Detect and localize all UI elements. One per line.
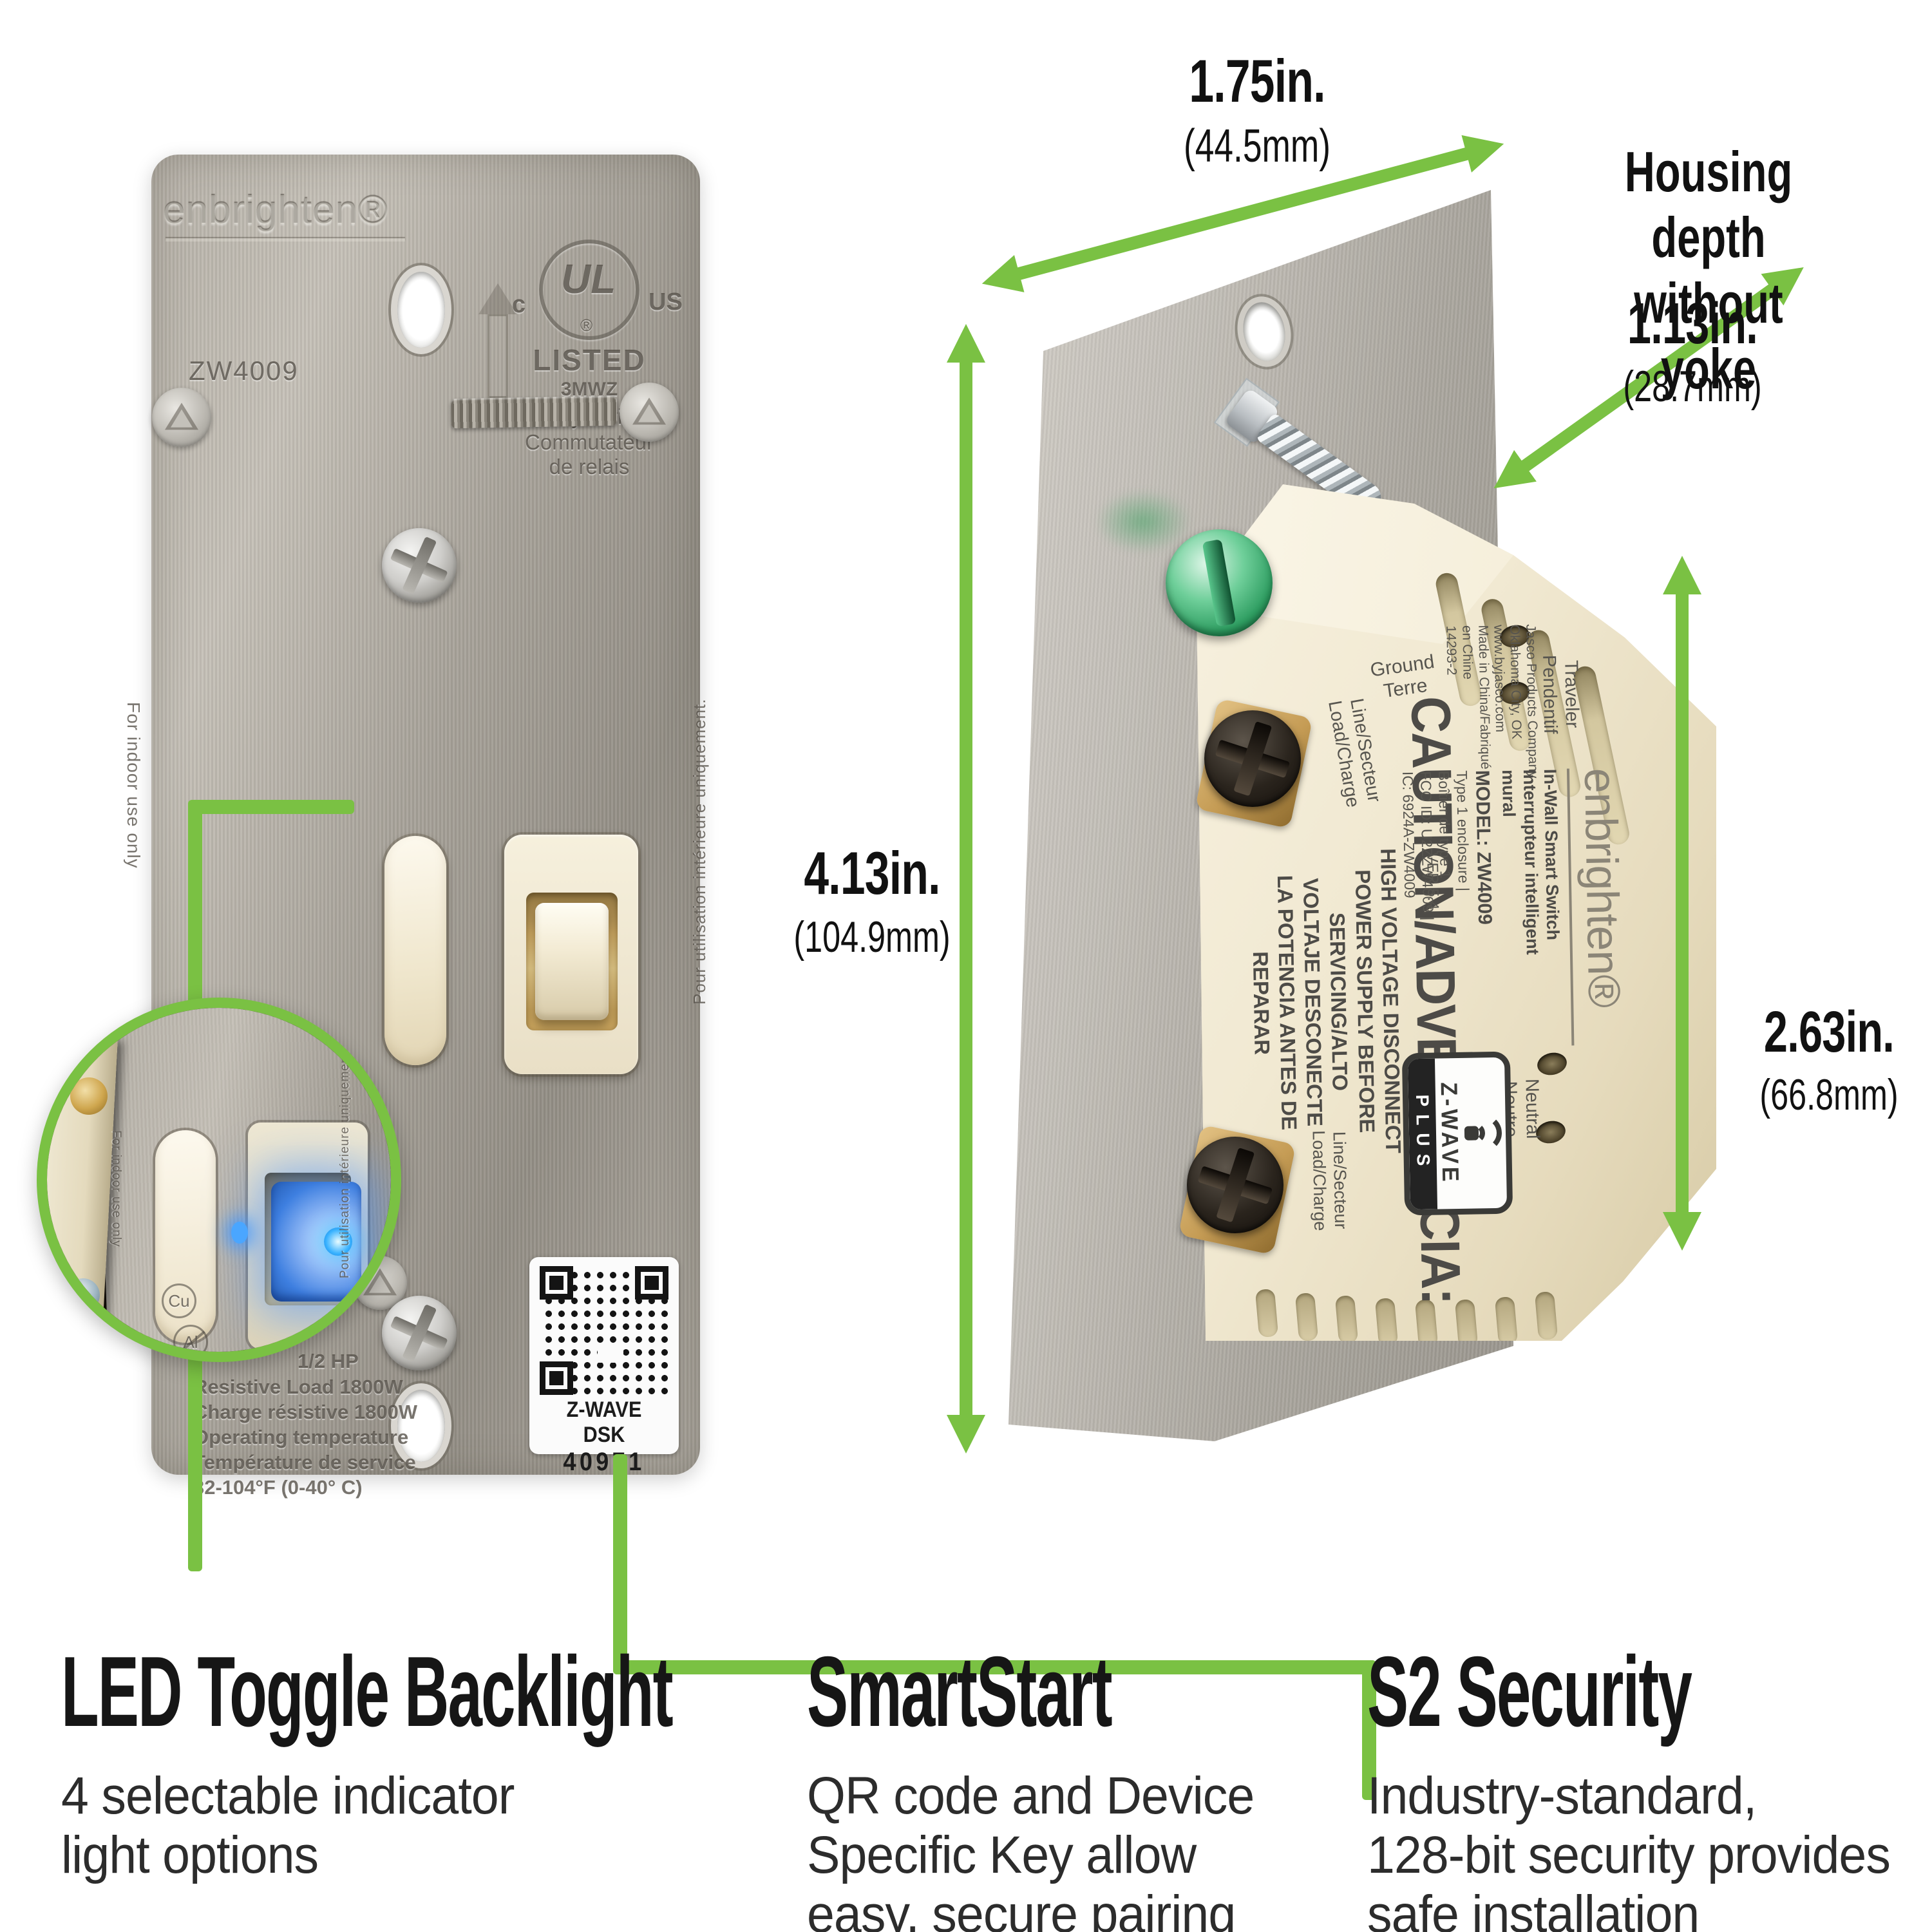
terminal-screw-bottom <box>1187 1137 1283 1233</box>
warning-medallion-top-left <box>152 388 211 447</box>
indoor-use-text-fr: Pour utilisation intérieure uniquement. <box>690 698 709 1005</box>
z-wave-dsk-label: Z-WAVE DSK 40971 <box>529 1257 679 1476</box>
qr-title: Z-WAVE DSK <box>566 1397 642 1447</box>
led-callout-line-lower <box>188 1351 202 1571</box>
ul-c-label: c <box>512 291 526 318</box>
feature-led-line-2: light options <box>61 1826 319 1884</box>
housing-depth-title: Housing depth without yoke <box>1624 140 1793 401</box>
feature-smartstart-line-2: Specific Key allow <box>807 1826 1197 1884</box>
ground-screw-reflection <box>1095 489 1191 554</box>
toggle-switch <box>535 903 609 1020</box>
qr-callout-line-across <box>613 1660 1376 1674</box>
feature-smartstart-line-1: QR code and Device <box>807 1766 1255 1825</box>
inset-indoor-text: For indoor use only <box>109 1130 123 1247</box>
inset-toggle-frame <box>248 1122 368 1349</box>
warning-medallion-top-right <box>620 383 679 442</box>
ul-logo-icon: UL ® <box>539 240 639 340</box>
feature-led-line-1: 4 selectable indicator <box>61 1766 515 1825</box>
up-arrow-etched <box>478 283 517 314</box>
front-brand-logo: enbrighten® <box>163 189 388 233</box>
qr-callout-line-end <box>1362 1660 1376 1800</box>
side-brand-rule <box>1566 768 1575 1046</box>
up-arrow-shaft-etched <box>488 314 508 398</box>
bottom-vent-8 <box>1534 1291 1558 1341</box>
feature-title-s2: S2 Security <box>1367 1636 1692 1747</box>
led-callout-line-upper <box>188 800 202 1012</box>
indoor-use-text: For indoor use only <box>124 702 144 869</box>
housing-height-dimension-label: 2.63in. (66.8mm) <box>1759 1000 1899 1119</box>
spec-line-charge: Charge résistive 1800W <box>193 1401 418 1423</box>
led-callout-line-horizontal <box>193 800 354 814</box>
terminal-screw-top <box>1204 710 1301 807</box>
qr-dsk-number: 40971 <box>563 1448 645 1476</box>
inset-brass-screw <box>70 1077 108 1115</box>
ul-letters: UL <box>561 256 616 302</box>
side-brand-logo: enbrighten® <box>1575 767 1630 1008</box>
bottom-vent-7 <box>1494 1296 1519 1341</box>
mounting-screw-top <box>382 528 457 603</box>
spec-line-hp: 1/2 HP <box>298 1350 359 1372</box>
al-marking-crossed: Al <box>173 1325 208 1352</box>
ul-listed-label: LISTED <box>533 343 646 377</box>
mounting-screw-bottom <box>382 1296 457 1370</box>
front-brand-underline <box>166 238 405 242</box>
cu-marking: Cu <box>162 1283 196 1318</box>
feature-s2-line-3: safe installation <box>1367 1885 1700 1932</box>
front-model-etched: ZW4009 <box>189 355 299 386</box>
width-dimension-label: 1.75in. (44.5mm) <box>1184 47 1331 172</box>
spec-line-temp-en: Operating temperature <box>193 1426 409 1448</box>
z-wave-badge-text: Z-WAVE <box>1435 1082 1464 1186</box>
z-wave-plus-bar: PLUS <box>1407 1058 1438 1210</box>
spec-line-temp-fr: Température de service <box>193 1451 416 1473</box>
ul-us-label: US <box>649 289 683 316</box>
ul-type-fr-2: de relais <box>549 455 630 478</box>
led-backlight-inset: Cu Al For indoor use only Pour utilisati… <box>37 998 401 1362</box>
feature-smartstart-line-3: easy, secure pairing <box>807 1885 1236 1932</box>
feature-s2-line-2: 128-bit security provides <box>1367 1826 1891 1884</box>
feature-s2-line-1: Industry-standard, <box>1367 1766 1757 1825</box>
inset-silver-screw <box>66 1278 100 1312</box>
height-dimension-label: 4.13in. (104.9mm) <box>793 839 951 961</box>
depth-dimension-label: 1.13in. (28.7mm) <box>1623 292 1762 411</box>
air-gap-switch <box>384 836 446 1065</box>
ground-terminal-screw <box>1166 529 1273 636</box>
toggle-frame <box>504 835 638 1074</box>
inset-led-glow-dot <box>231 1222 248 1244</box>
spec-line-range: 32-104°F (0-40° C) <box>193 1476 363 1499</box>
qr-callout-line-down <box>613 1454 627 1674</box>
mounting-hole-bottom <box>397 1390 445 1462</box>
inset-indoor-text-fr: Pour utilisation intérieure uniquement. <box>338 1048 352 1278</box>
z-wave-waves-icon <box>1464 1104 1513 1161</box>
spec-line-resistive: Resistive Load 1800W <box>193 1376 403 1398</box>
mounting-hole-top <box>397 272 445 348</box>
yoke-break-off-tab <box>450 395 618 429</box>
housing-height-dimension-arrow <box>1676 589 1689 1217</box>
qr-code <box>540 1266 668 1395</box>
ul-registered-mark: ® <box>580 316 593 335</box>
inset-toggle-glowing <box>271 1182 361 1302</box>
feature-title-smartstart: SmartStart <box>807 1636 1113 1747</box>
feature-title-led: LED Toggle Backlight <box>61 1636 674 1747</box>
side-brand-block: enbrighten® In-Wall Smart Switch Interru… <box>1399 768 1631 1048</box>
